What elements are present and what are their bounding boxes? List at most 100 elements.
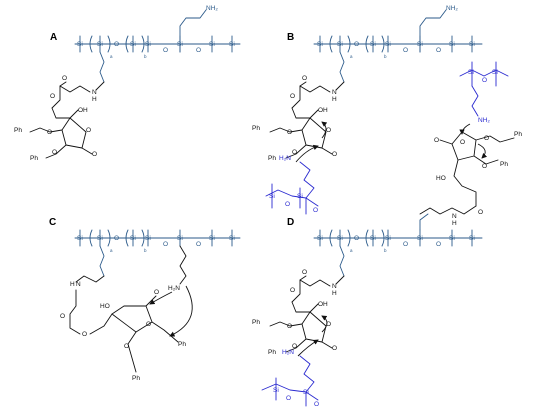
siloxane-backbone: Si Si Si Si Si Si Si O O O a b xyxy=(313,213,483,277)
amine-n: N xyxy=(332,283,337,290)
ether-o: O xyxy=(292,343,297,350)
hydroxyl-ho: HO xyxy=(436,175,446,182)
subscript-a: a xyxy=(110,248,113,253)
lactone-o: O xyxy=(154,289,159,296)
si-atom: Si xyxy=(317,235,323,242)
si-atom: Si xyxy=(370,41,376,48)
mechanism-arrows xyxy=(297,315,328,357)
o-atom: O xyxy=(354,41,359,48)
ring-o: O xyxy=(326,321,331,328)
panel-label-d: D xyxy=(287,217,294,228)
hydroxyl-oh: OH xyxy=(318,301,328,308)
o-atom: O xyxy=(403,47,408,54)
o-atom: O xyxy=(114,41,119,48)
ether-o: O xyxy=(52,149,57,156)
o-atom: O xyxy=(354,235,359,242)
ester-o: O xyxy=(478,209,483,216)
ring-o: O xyxy=(326,127,331,134)
o-atom: O xyxy=(196,241,201,248)
si-atom: Si xyxy=(97,41,103,48)
subscript-a: a xyxy=(110,54,113,59)
ascorbate-ring: OH O O O O Ph Ph xyxy=(252,301,337,356)
si-atom: Si xyxy=(449,41,455,48)
si-atom: Si xyxy=(468,69,474,76)
si-atom: Si xyxy=(469,235,475,242)
phenyl-group: Ph xyxy=(252,125,260,132)
amine-n: N xyxy=(452,213,457,220)
si-atom: Si xyxy=(229,235,235,242)
amine-n: N xyxy=(76,281,81,288)
h2n-label: H₂N xyxy=(168,285,180,292)
si-atom: Si xyxy=(417,41,423,48)
panel-a-structure: Si Si Si Si Si Si Si O O O a b NH₂ N H O… xyxy=(14,5,241,162)
nh2-label: NH₂ xyxy=(478,117,490,124)
ring-o: O xyxy=(460,139,465,146)
panel-b-structure: Si Si Si Si Si Si Si O O O a b NH₂ N H O… xyxy=(252,5,522,227)
carbonyl-o: O xyxy=(60,313,65,320)
lactone-o: O xyxy=(332,345,337,352)
si-atom: Si xyxy=(145,235,151,242)
siloxane-backbone: Si Si Si Si Si Si Si O O O a b NH₂ xyxy=(313,5,483,83)
phenyl-group: Ph xyxy=(514,131,522,138)
amine-h: H xyxy=(332,96,337,103)
si-atom: Si xyxy=(130,41,136,48)
subscript-b: b xyxy=(384,248,387,253)
o-atom: O xyxy=(436,241,441,248)
ascorbate-ring: OH O O O O Ph Ph xyxy=(14,107,97,162)
o-atom: O xyxy=(163,241,168,248)
ether-o: O xyxy=(292,149,297,156)
panel-label-a: A xyxy=(50,32,57,43)
linker-chain: N H O O xyxy=(290,269,345,303)
subscript-b: b xyxy=(144,248,147,253)
si-atom: Si xyxy=(337,235,343,242)
phenyl-group: Ph xyxy=(132,375,140,382)
mechanism-arrows xyxy=(295,121,328,163)
subscript-b: b xyxy=(384,54,387,59)
si-atom: Si xyxy=(492,69,498,76)
amine-h: H xyxy=(332,290,337,297)
amine-n: N xyxy=(92,89,97,96)
carbonyl-o: O xyxy=(302,75,307,82)
si-atom: Si xyxy=(449,235,455,242)
panel-label-b: B xyxy=(287,32,294,43)
si-atom: Si xyxy=(177,235,183,242)
o-atom: O xyxy=(403,241,408,248)
si-atom: Si xyxy=(273,387,279,394)
o-atom: O xyxy=(286,395,291,402)
si-atom: Si xyxy=(177,41,183,48)
mechanism-arrows xyxy=(149,285,193,337)
si-atom: Si xyxy=(77,41,83,48)
o-atom: O xyxy=(313,207,318,214)
ascorbate-ring: OH O O O O Ph Ph xyxy=(252,107,337,162)
ether-o: O xyxy=(287,323,292,330)
subscript-b: b xyxy=(144,54,147,59)
si-atom: Si xyxy=(303,389,309,396)
linker-chain: H N O O H₂N xyxy=(60,245,187,338)
si-atom: Si xyxy=(297,193,303,200)
phenyl-group: Ph xyxy=(178,341,186,348)
right-ring-fragment: Si O Si NH₂ O O O O Ph Ph HO O N H xyxy=(419,61,522,227)
ester-o: O xyxy=(50,93,55,100)
carbonyl-o: O xyxy=(302,269,307,276)
si-atom: Si xyxy=(269,193,275,200)
panel-c-structure: Si Si Si Si Si Si Si O O O a b H N O O H… xyxy=(60,229,241,382)
lactone-o: O xyxy=(434,137,439,144)
hydroxyl-oh: OH xyxy=(318,107,328,114)
phenyl-group: Ph xyxy=(268,349,276,356)
siloxane-backbone: Si Si Si Si Si Si Si O O O a b xyxy=(74,229,241,277)
ether-o: O xyxy=(124,343,129,350)
amine-h: H xyxy=(70,281,75,288)
o-atom: O xyxy=(314,401,319,408)
phenyl-group: Ph xyxy=(30,155,38,162)
linker-chain: N H O O xyxy=(50,75,105,109)
si-atom: Si xyxy=(145,41,151,48)
o-atom: O xyxy=(114,235,119,242)
nh2-label: NH₂ xyxy=(206,5,218,12)
phenyl-group: Ph xyxy=(500,161,508,168)
si-atom: Si xyxy=(370,235,376,242)
amine-h: H xyxy=(452,220,457,227)
o-atom: O xyxy=(196,47,201,54)
o-atom: O xyxy=(163,47,168,54)
o-atom: O xyxy=(436,47,441,54)
